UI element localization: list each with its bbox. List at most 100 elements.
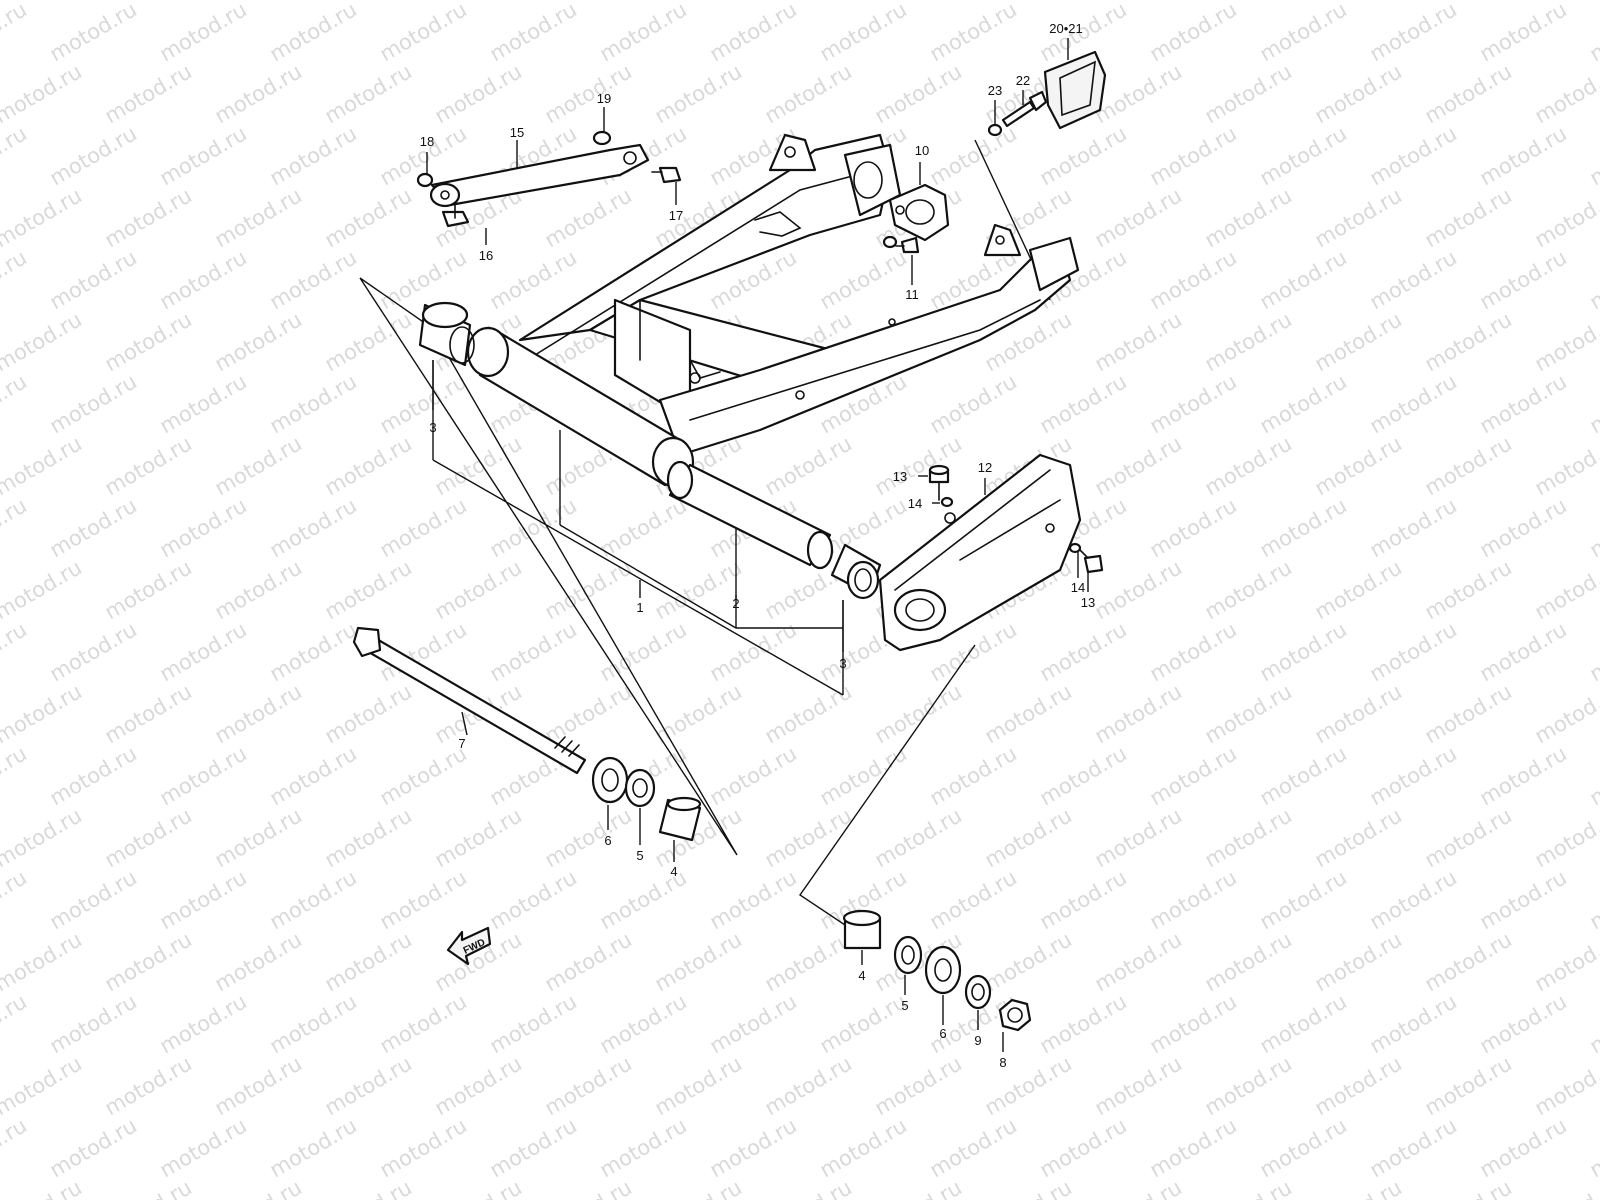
watermark-text: motod.ru xyxy=(0,741,31,810)
plate-10 xyxy=(888,183,950,242)
watermark-text: motod.ru xyxy=(156,369,251,438)
watermark-text: motod.ru xyxy=(1421,307,1516,376)
watermark-text: motod.ru xyxy=(1201,1051,1296,1120)
watermark-text: motod.ru xyxy=(321,1051,416,1120)
watermark-text: motod.ru xyxy=(321,431,416,500)
watermark-text: motod.ru xyxy=(0,803,86,872)
watermark-text: motod.ru xyxy=(266,865,361,934)
watermark-text: motod.ru xyxy=(211,59,306,128)
watermark-text: motod.ru xyxy=(1366,617,1461,686)
watermark-text: motod.ru xyxy=(761,1175,856,1200)
watermark-text: motod.ru xyxy=(101,927,196,996)
watermark-text: motod.ru xyxy=(1366,369,1461,438)
watermark-text: motod.ru xyxy=(816,1113,911,1182)
watermark-text: motod.ru xyxy=(1476,741,1571,810)
watermark-text: motod.ru xyxy=(1531,679,1600,748)
watermark-text: motod.ru xyxy=(761,59,856,128)
watermark-text: motod.ru xyxy=(1531,0,1600,4)
callout-5-left: 5 xyxy=(636,848,643,863)
watermark-text: motod.ru xyxy=(1091,555,1186,624)
watermark-text: motod.ru xyxy=(1256,245,1351,314)
watermark-text: motod.ru xyxy=(1091,803,1186,872)
watermark-text: motod.ru xyxy=(1586,245,1600,314)
watermark-text: motod.ru xyxy=(1586,865,1600,934)
watermark-text: motod.ru xyxy=(0,1113,31,1182)
hardware-16-19 xyxy=(416,130,682,228)
watermark-text: motod.ru xyxy=(1421,431,1516,500)
watermark-text: motod.ru xyxy=(431,0,526,4)
watermark-text: motod.ru xyxy=(1531,803,1600,872)
watermark-text: motod.ru xyxy=(321,927,416,996)
watermark-text: motod.ru xyxy=(541,1051,636,1120)
callout-11: 11 xyxy=(905,287,919,302)
watermark-text: motod.ru xyxy=(1036,369,1131,438)
watermark-text: motod.ru xyxy=(0,1051,86,1120)
watermark-text: motod.ru xyxy=(0,183,86,252)
watermark-text: motod.ru xyxy=(1311,1051,1406,1120)
watermark-text: motod.ru xyxy=(211,307,306,376)
watermark-text: motod.ru xyxy=(431,1051,526,1120)
watermark-text: motod.ru xyxy=(211,431,306,500)
watermark-text: motod.ru xyxy=(1311,307,1406,376)
watermark-text: motod.ru xyxy=(431,555,526,624)
watermark-text: motod.ru xyxy=(46,741,141,810)
callout-1: 1 xyxy=(636,600,643,615)
watermark-text: motod.ru xyxy=(1531,307,1600,376)
watermark-text: motod.ru xyxy=(761,803,856,872)
watermark-text: motod.ru xyxy=(46,989,141,1058)
watermark-text: motod.ru xyxy=(541,555,636,624)
watermark-text: motod.ru xyxy=(1201,555,1296,624)
watermark-text: motod.ru xyxy=(926,369,1021,438)
watermark-text: motod.ru xyxy=(156,741,251,810)
watermark-text: motod.ru xyxy=(541,0,636,4)
watermark-text: motod.ru xyxy=(101,1051,196,1120)
watermark-text: motod.ru xyxy=(321,1175,416,1200)
watermark-text: motod.ru xyxy=(1586,741,1600,810)
watermark-text: motod.ru xyxy=(651,927,746,996)
callout-19: 19 xyxy=(597,91,611,106)
watermark-text: motod.ru xyxy=(101,183,196,252)
watermark-text: motod.ru xyxy=(1421,1175,1516,1200)
watermark-text: motod.ru xyxy=(1366,245,1461,314)
watermark-text: motod.ru xyxy=(541,927,636,996)
watermark-text: motod.ru xyxy=(211,183,306,252)
watermark-text: motod.ru xyxy=(1201,1175,1296,1200)
watermark-text: motod.ru xyxy=(1531,927,1600,996)
watermark-text: motod.ru xyxy=(1476,121,1571,190)
watermark-text: motod.ru xyxy=(1091,307,1186,376)
watermark-text: motod.ru xyxy=(981,1175,1076,1200)
watermark-text: motod.ru xyxy=(211,555,306,624)
watermark-text: motod.ru xyxy=(816,989,911,1058)
watermark-text: motod.ru xyxy=(926,121,1021,190)
watermark-text: motod.ru xyxy=(541,183,636,252)
watermark-text: motod.ru xyxy=(266,121,361,190)
grouping-lines xyxy=(359,139,1051,936)
watermark-text: motod.ru xyxy=(1311,59,1406,128)
watermark-text: motod.ru xyxy=(1091,0,1186,4)
watermark-text: motod.ru xyxy=(596,617,691,686)
callout-18: 18 xyxy=(420,134,434,149)
watermark-text: motod.ru xyxy=(0,1175,86,1200)
watermark-text: motod.ru xyxy=(1146,493,1241,562)
watermark-text: motod.ru xyxy=(871,1175,966,1200)
watermark-text: motod.ru xyxy=(1476,617,1571,686)
watermark-text: motod.ru xyxy=(376,493,471,562)
watermark-text: motod.ru xyxy=(46,0,141,66)
watermark-text: motod.ru xyxy=(1091,59,1186,128)
callout-15: 15 xyxy=(510,125,524,140)
watermark-text: motod.ru xyxy=(871,679,966,748)
watermark-text: motod.ru xyxy=(486,617,581,686)
watermark-text: motod.ru xyxy=(0,245,31,314)
chain-case-12 xyxy=(878,453,1082,652)
watermark-text: motod.ru xyxy=(266,1113,361,1182)
watermark-text: motod.ru xyxy=(431,1175,526,1200)
watermark-text: motod.ru xyxy=(1256,121,1351,190)
watermark-text: motod.ru xyxy=(376,741,471,810)
watermark-text: motod.ru xyxy=(1146,741,1241,810)
watermark-text: motod.ru xyxy=(156,617,251,686)
spacer-2 xyxy=(666,460,834,570)
watermark-text: motod.ru xyxy=(596,0,691,66)
watermark-text: motod.ru xyxy=(1311,431,1406,500)
